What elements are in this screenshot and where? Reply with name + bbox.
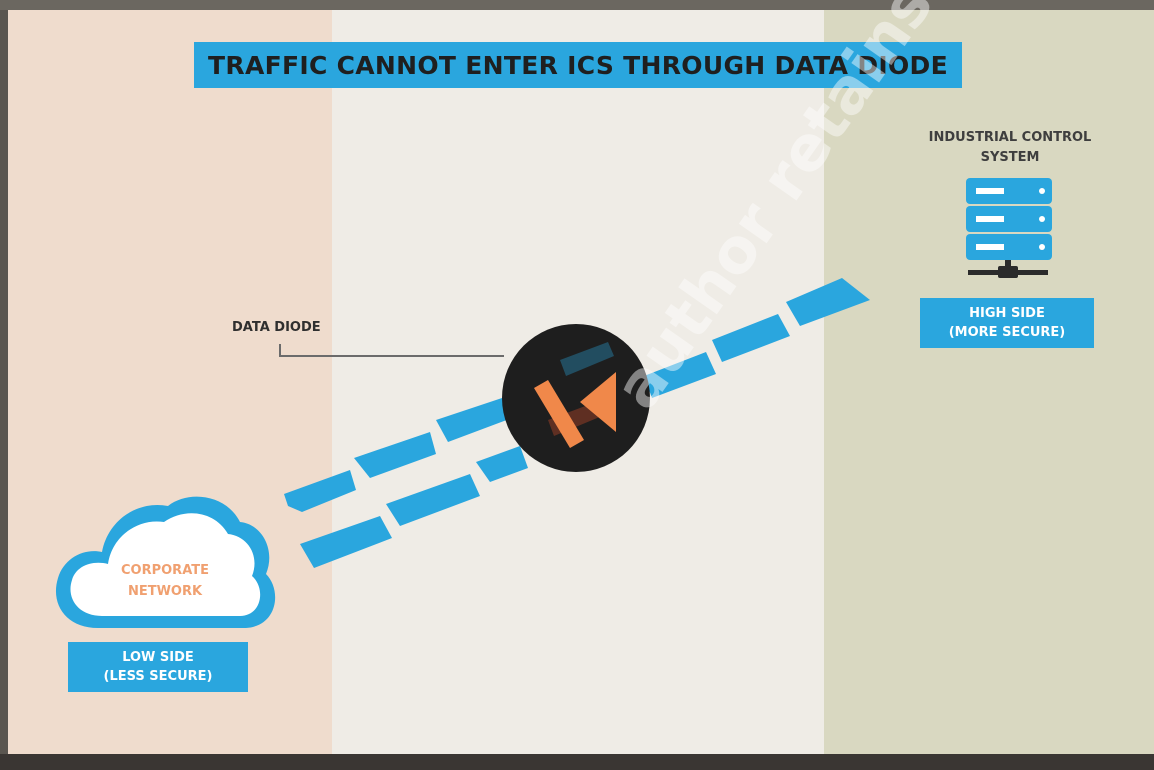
lower-arrow-2 <box>386 474 480 526</box>
upper-arrow-3 <box>436 396 512 442</box>
lower-arrow-6 <box>786 278 870 326</box>
data-diode-icon <box>502 324 650 472</box>
lower-arrow-1 <box>300 516 392 568</box>
high-side-box: HIGH SIDE (MORE SECURE) <box>920 298 1094 348</box>
lower-arrow-5 <box>712 314 790 362</box>
high-side-zone <box>824 10 1154 754</box>
low-side-box: LOW SIDE (LESS SECURE) <box>68 642 248 692</box>
lower-arrow-3 <box>476 446 528 482</box>
upper-arrow-2 <box>354 432 436 478</box>
upper-arrow-1 <box>284 470 356 512</box>
cloud-icon <box>55 496 276 628</box>
corporate-line2: NETWORK <box>127 584 203 599</box>
lower-traffic-arrows <box>300 278 870 568</box>
data-diode-leader-line <box>279 344 504 357</box>
server-stack-icon <box>966 178 1052 278</box>
ics-label: INDUSTRIAL CONTROL SYSTEM <box>900 128 1120 168</box>
low-side-zone <box>8 10 332 754</box>
low-side-line1: LOW SIDE <box>122 650 194 665</box>
high-side-line2: (MORE SECURE) <box>948 325 1066 340</box>
ics-label-line1: INDUSTRIAL CONTROL <box>928 130 1092 145</box>
title-banner: TRAFFIC CANNOT ENTER ICS THROUGH DATA DI… <box>194 42 962 88</box>
lower-arrow-4 <box>644 352 716 398</box>
data-diode-label: DATA DIODE <box>232 320 321 335</box>
low-side-line2: (LESS SECURE) <box>103 669 213 684</box>
diagram-title: TRAFFIC CANNOT ENTER ICS THROUGH DATA DI… <box>208 50 948 80</box>
upper-traffic-arrows <box>284 396 512 512</box>
ics-label-line2: SYSTEM <box>980 150 1040 165</box>
top-border <box>0 0 1154 10</box>
high-side-line1: HIGH SIDE <box>969 306 1045 321</box>
corporate-network-label: CORPORATE NETWORK <box>60 560 270 602</box>
bottom-border <box>0 754 1154 770</box>
corporate-line1: CORPORATE <box>121 563 209 578</box>
